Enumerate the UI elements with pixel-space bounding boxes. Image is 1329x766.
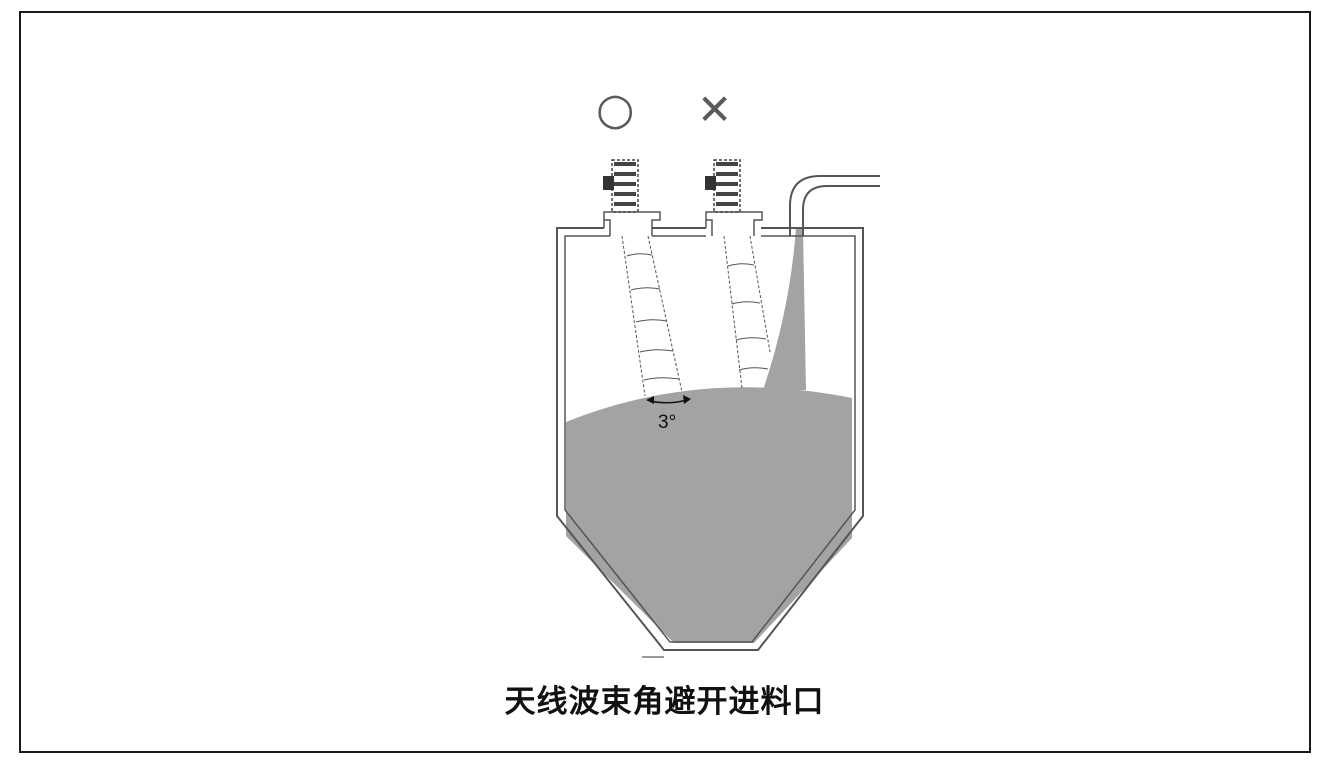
angle-label: 3° <box>658 412 676 433</box>
left-radar-sensor <box>603 159 639 213</box>
angle-indicator <box>646 395 691 404</box>
left-radar-beam <box>621 235 683 397</box>
diagram-caption: 天线波束角避开进料口 <box>504 684 825 720</box>
correct-mark-icon: ○ <box>596 84 635 135</box>
material-fill <box>566 387 852 643</box>
silo-outer-wall <box>556 227 864 651</box>
inlet-stream <box>763 228 806 390</box>
right-radar-sensor <box>705 159 741 213</box>
inlet-pipe-outer <box>789 175 880 236</box>
diagram-frame <box>19 11 1311 753</box>
inlet-pipe-inner <box>802 185 880 236</box>
left-nozzle <box>603 211 661 236</box>
silo-inner-wall <box>564 235 856 643</box>
wrong-mark-icon: ✕ <box>697 85 733 134</box>
right-radar-beam <box>723 235 771 389</box>
right-nozzle <box>705 211 763 236</box>
